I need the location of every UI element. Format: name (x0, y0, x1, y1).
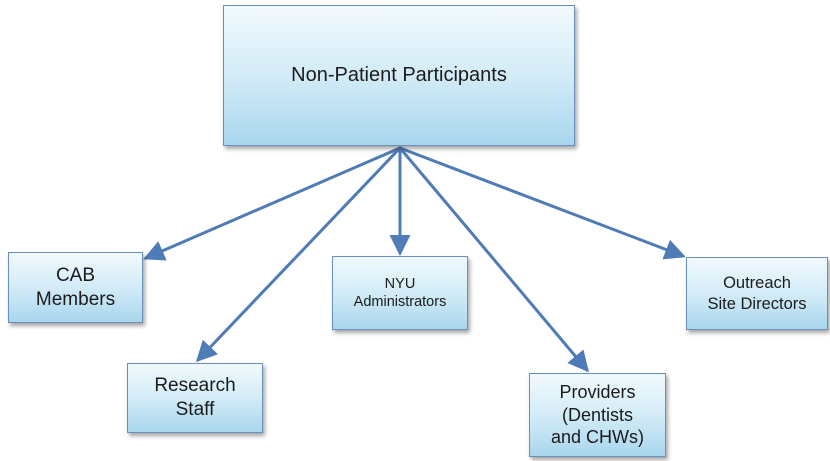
node-outreach-site-directors: Outreach Site Directors (686, 257, 828, 330)
node-research-staff-label: Research Staff (154, 375, 236, 420)
node-cab-members-label: CAB Members (35, 264, 116, 310)
arrow-to-cab (143, 146, 402, 261)
node-providers: Providers (Dentists and CHWs) (529, 373, 666, 457)
node-research-staff: Research Staff (127, 363, 263, 433)
arrow-to-research (195, 146, 402, 363)
arrow-to-outreach (398, 146, 686, 260)
arrow-to-providers (398, 146, 589, 373)
node-nyu-administrators-label: NYU Administrators (353, 275, 447, 310)
node-outreach-site-directors-label: Outreach Site Directors (707, 273, 807, 313)
root-node-non-patient-participants: Non-Patient Participants (223, 5, 575, 146)
node-cab-members: CAB Members (8, 252, 143, 323)
node-providers-label: Providers (Dentists and CHWs) (550, 382, 644, 448)
node-nyu-administrators: NYU Administrators (332, 256, 468, 330)
root-node-label: Non-Patient Participants (291, 64, 507, 86)
